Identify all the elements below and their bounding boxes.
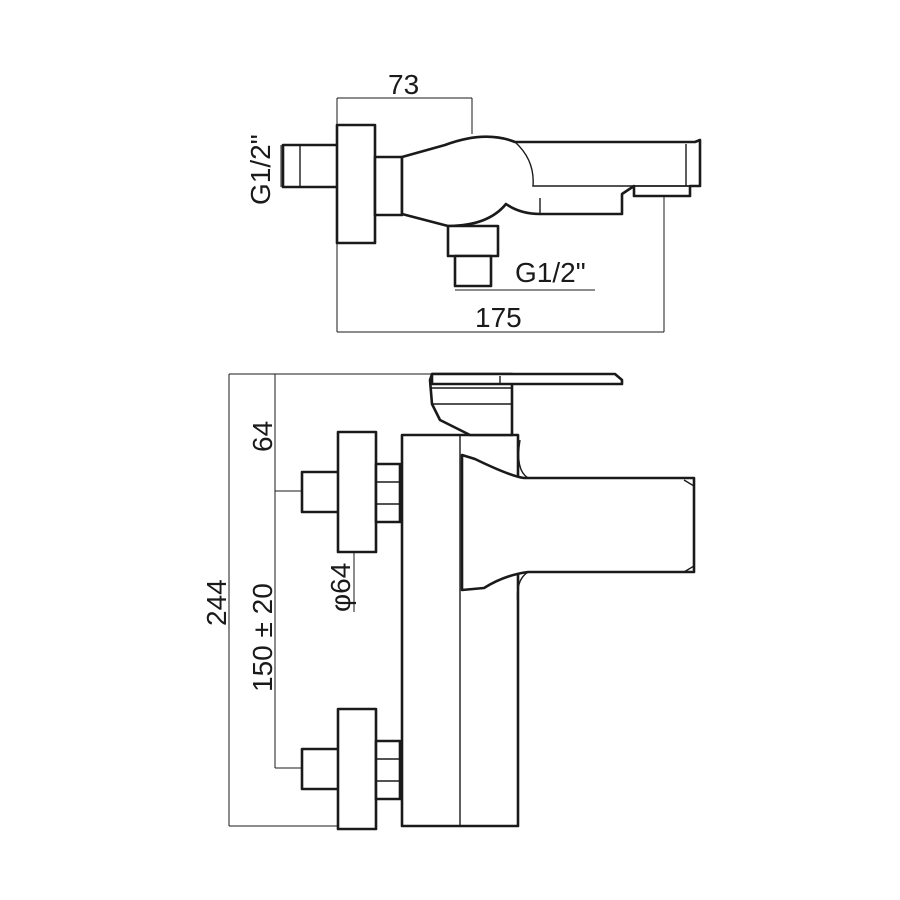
label-centres: 150 ± 20 [247,583,278,692]
upper-nut [374,462,402,524]
lower-pipe [300,747,342,791]
lower-rosette [336,707,378,831]
label-rosette-diameter: φ64 [325,563,356,612]
rosette-top [335,123,377,245]
label-73: 73 [388,69,419,100]
nut-top [373,155,404,217]
lever-front [430,372,624,386]
label-64: 64 [247,421,278,452]
upper-pipe [300,470,342,514]
wall-pipe-top [281,143,341,189]
top-view: G1/2" G1/2" 73 175 [245,69,702,333]
inlet-top [446,224,500,258]
inlet-thread-top [453,254,493,288]
front-view: 64 φ64 244 150 ± 20 [201,372,696,831]
label-inlet-thread: G1/2" [515,257,586,288]
spout-front [460,453,696,592]
upper-rosette [336,430,378,554]
label-wall-thread: G1/2" [245,134,276,205]
lower-nut [374,739,402,801]
label-244: 244 [201,579,232,626]
label-175: 175 [475,302,522,333]
mixer-body-top [400,135,702,228]
